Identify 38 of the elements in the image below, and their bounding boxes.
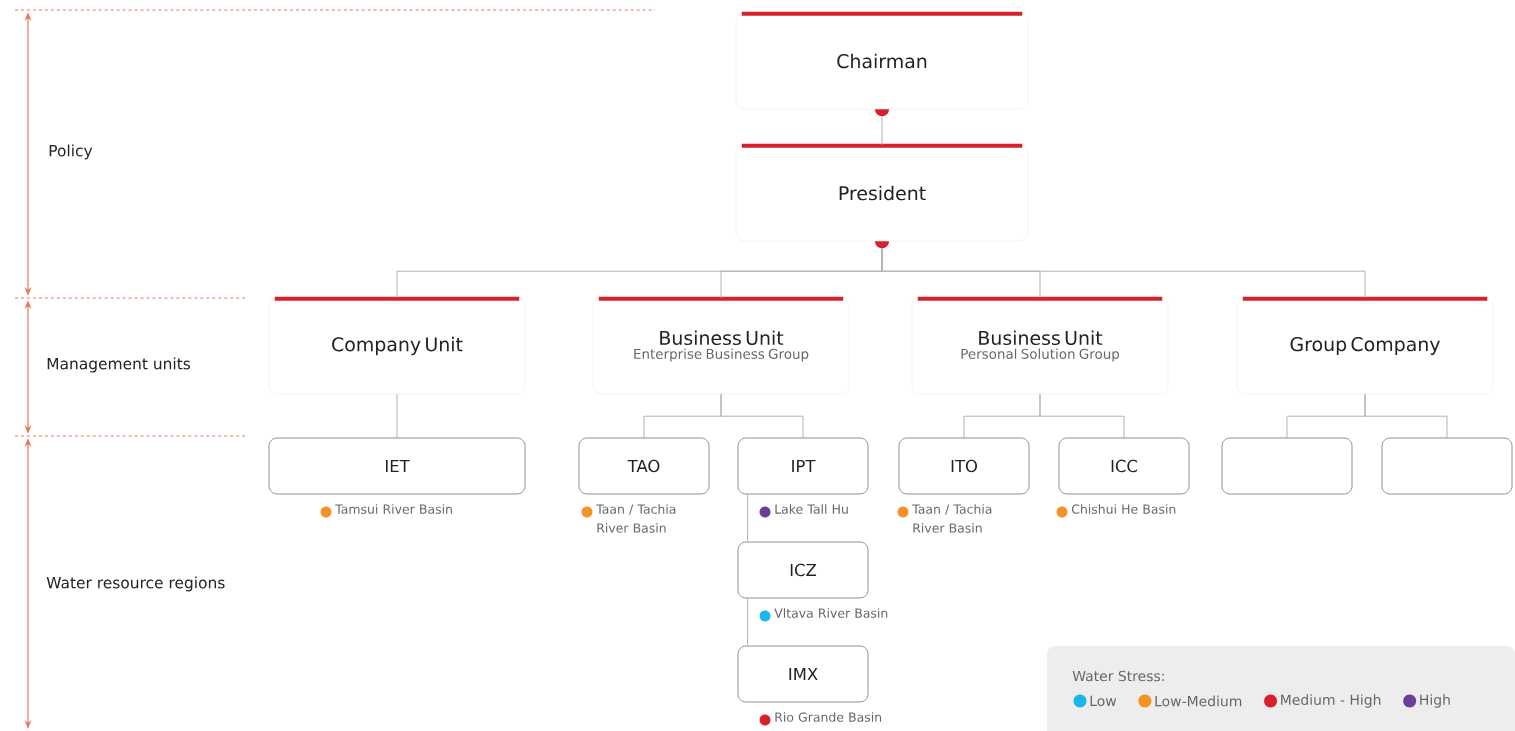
site-box: IET bbox=[268, 437, 526, 495]
card-box: Company Unit bbox=[268, 296, 526, 395]
basin-label: Lake Tall Hu bbox=[775, 504, 848, 514]
basin-label: Chishui He Basin bbox=[1071, 504, 1176, 514]
region-label: Management units bbox=[47, 357, 191, 373]
region-label: Water resource regions bbox=[46, 576, 225, 592]
connector-line bbox=[747, 597, 749, 647]
basin-label: Rio Grande Basin bbox=[775, 712, 882, 722]
site-box: IPT bbox=[737, 437, 869, 495]
card-box: Business Unit Enterprise Business Group bbox=[592, 296, 850, 395]
site-box: TAO bbox=[578, 437, 710, 495]
basin-label: Vltava River Basin bbox=[774, 608, 888, 618]
legend-label: Low bbox=[1090, 695, 1117, 707]
connector-line bbox=[396, 393, 398, 439]
card-box: Group Company bbox=[1236, 296, 1494, 395]
empty-box bbox=[1221, 437, 1353, 495]
card-box: Chairman bbox=[735, 11, 1029, 117]
legend-label: High bbox=[1420, 694, 1450, 708]
card-box: Business Unit Personal Solution Group bbox=[911, 296, 1169, 395]
site-box: ICC bbox=[1058, 437, 1190, 495]
connector-line bbox=[747, 493, 749, 543]
legend-label: Low-Medium bbox=[1155, 695, 1242, 707]
connector-line bbox=[881, 247, 1366, 299]
legend-label: Medium - High bbox=[1281, 694, 1381, 708]
card-box: President bbox=[735, 143, 1029, 249]
legend-title: Water Stress: bbox=[1072, 670, 1164, 682]
site-box: IMX bbox=[737, 645, 869, 703]
basin-label: Taan / Tachia River Basin bbox=[596, 504, 676, 533]
site-box: ITO bbox=[898, 437, 1030, 495]
basin-label: Tamsui River Basin bbox=[335, 504, 452, 514]
connector-line bbox=[1039, 393, 1125, 439]
connector-line bbox=[1364, 393, 1448, 439]
region-label: Policy bbox=[49, 144, 93, 160]
connector-line bbox=[881, 115, 883, 146]
basin-label: Taan / Tachia River Basin bbox=[912, 504, 992, 533]
connector-line bbox=[720, 393, 804, 439]
empty-box bbox=[1381, 437, 1513, 495]
site-box: ICZ bbox=[737, 541, 869, 599]
